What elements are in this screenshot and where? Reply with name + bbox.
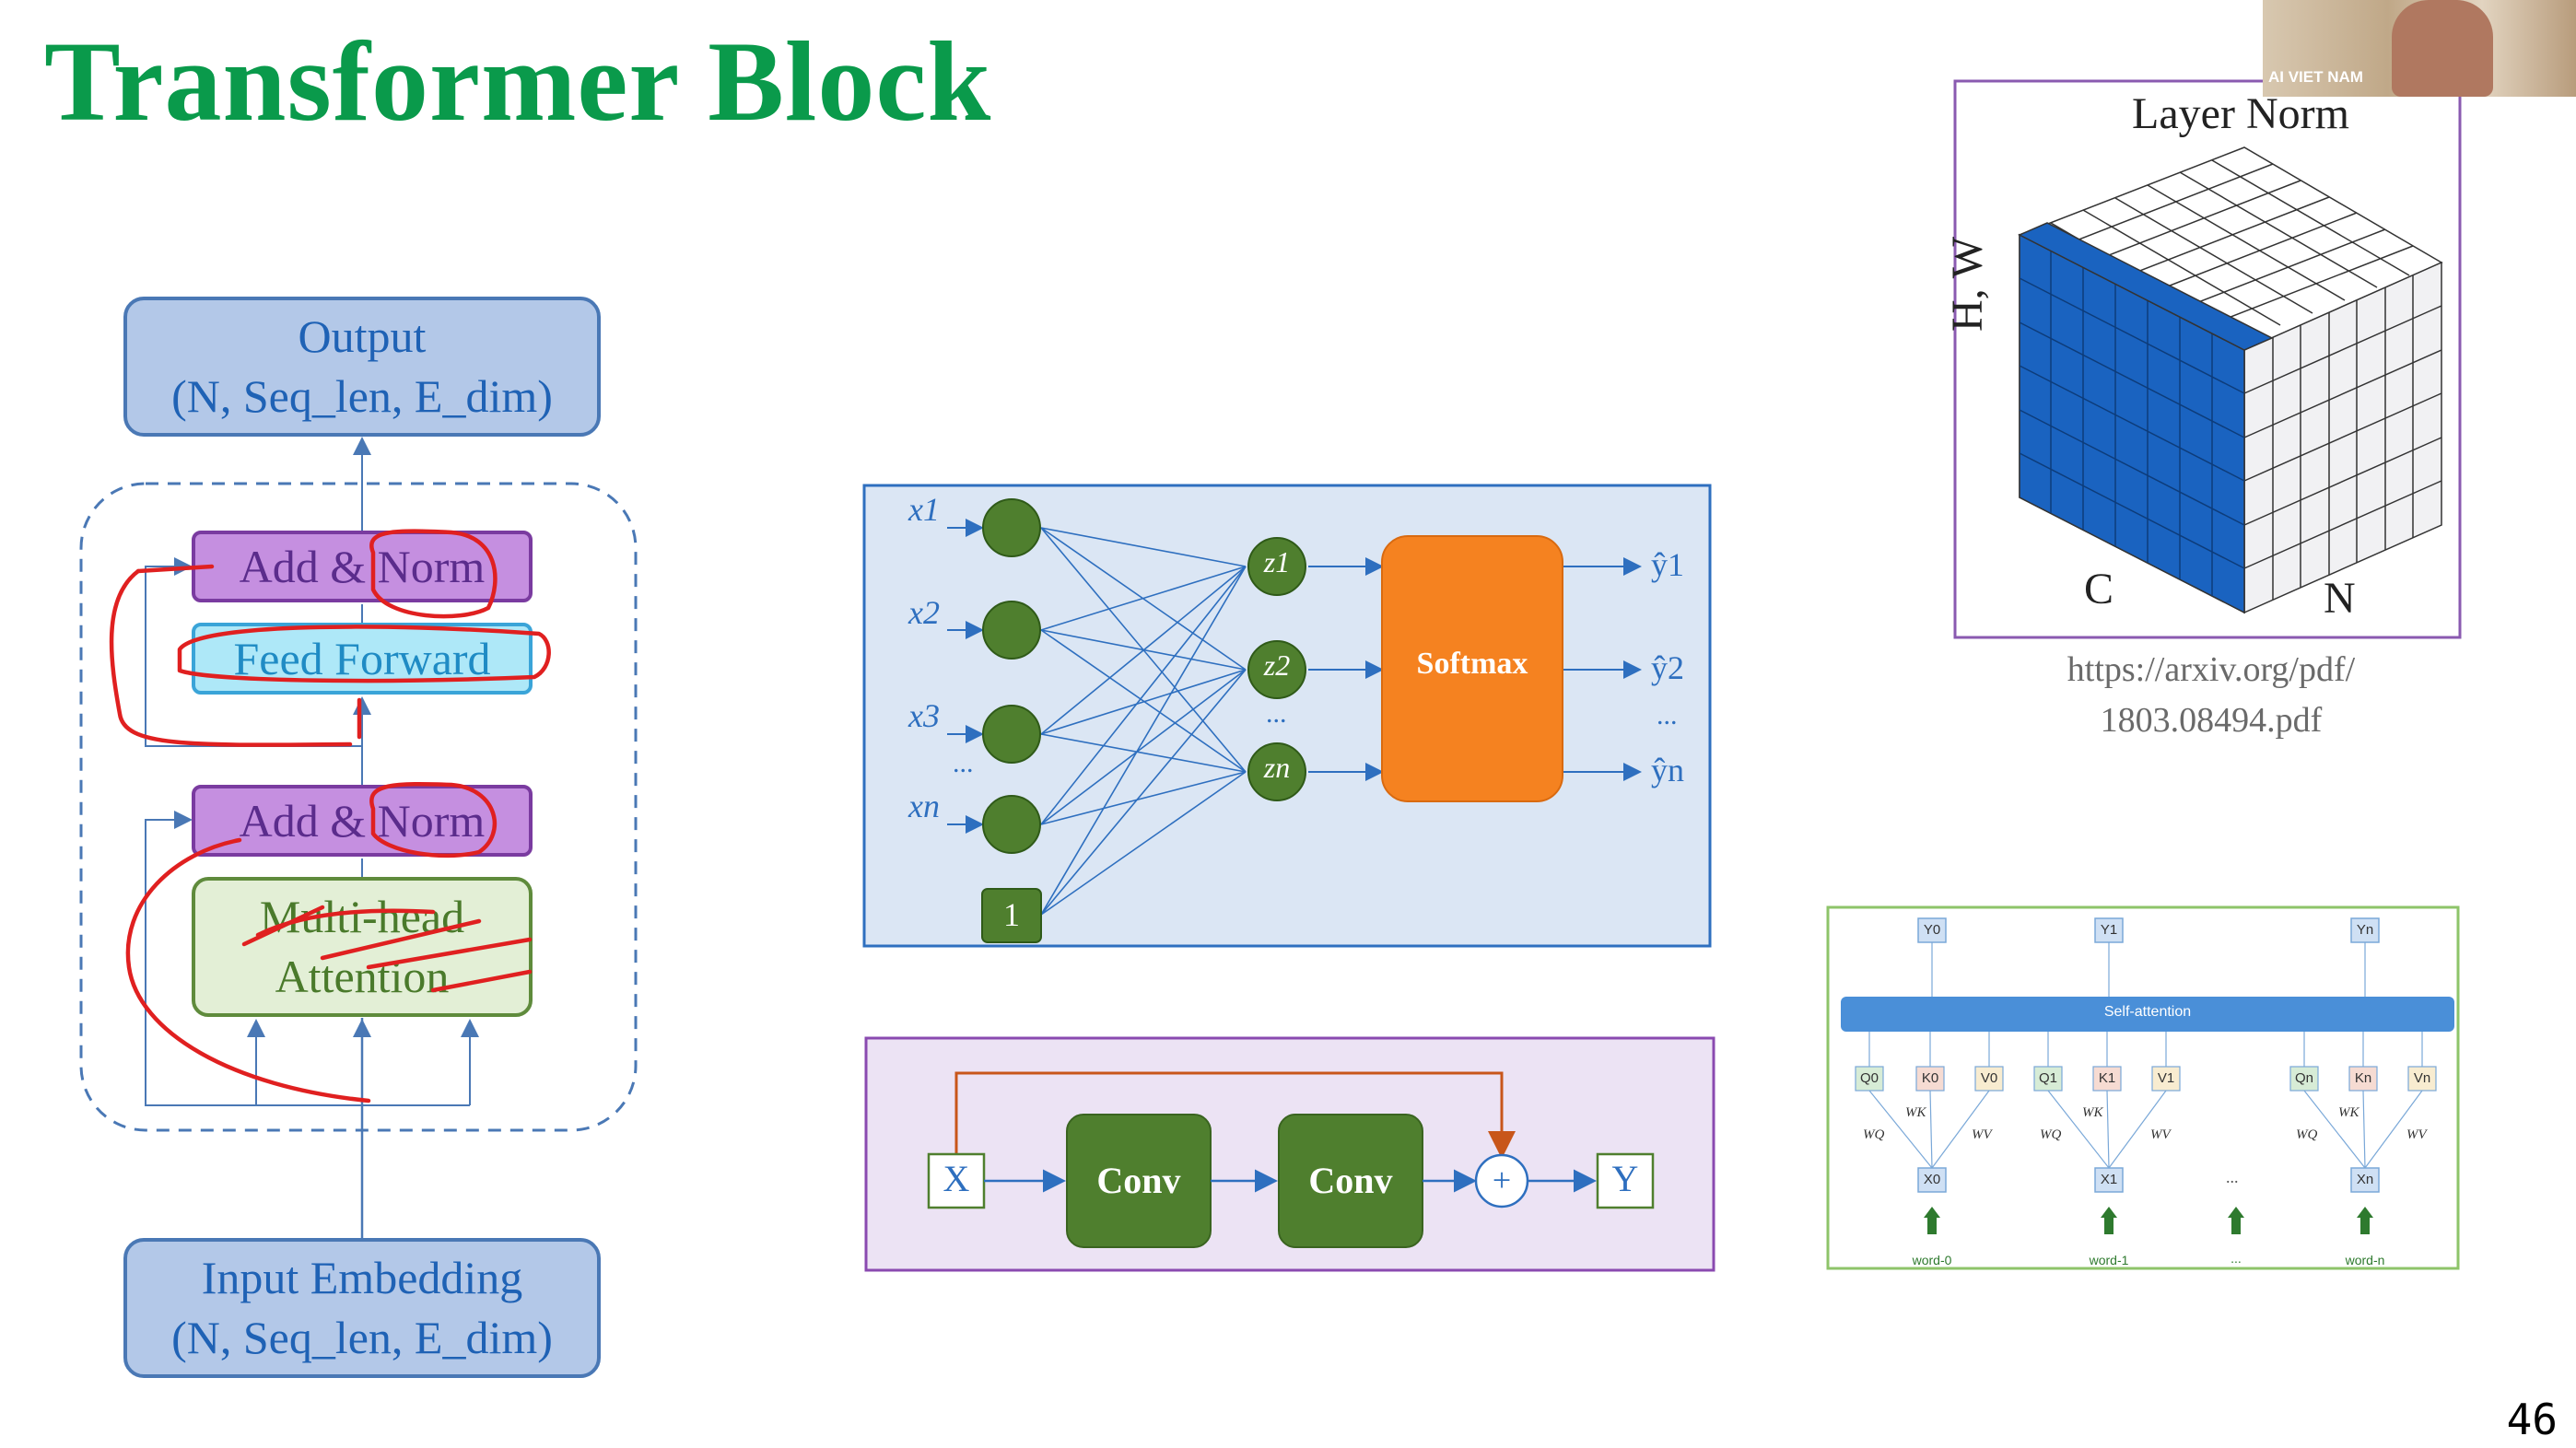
webcam-overlay: AI VIET NAM: [2263, 0, 2576, 97]
conv2-label: Conv: [1308, 1160, 1393, 1201]
conv1-label: Conv: [1096, 1160, 1181, 1201]
sa-y1: Y1: [2100, 922, 2118, 938]
layer-norm-title: Layer Norm: [2132, 89, 2349, 138]
residual-x: X: [943, 1158, 970, 1199]
sa-word-dots: ...: [2231, 1251, 2242, 1266]
zn-label: zn: [1263, 751, 1291, 784]
output-shape: (N, Seq_len, E_dim): [171, 370, 553, 422]
output-yn: ŷn: [1651, 752, 1684, 788]
sa-q0: Q0: [1859, 1070, 1879, 1086]
add-norm-top-label: Add & Norm: [239, 540, 486, 592]
sa-wv-0: WV: [1972, 1127, 1992, 1142]
paper-url[interactable]: https://arxiv.org/pdf/ 1803.08494.pdf: [1953, 645, 2469, 746]
sa-wv-1: WV: [2150, 1127, 2171, 1142]
axis-c-label: C: [2084, 565, 2114, 613]
bias-node-label: 1: [1003, 896, 1020, 933]
sa-vn: Vn: [2413, 1070, 2431, 1086]
input-ellipsis: ...: [953, 748, 974, 778]
sa-v1: V1: [2157, 1070, 2175, 1086]
input-xn: xn: [908, 788, 940, 824]
sa-kn: Kn: [2354, 1070, 2372, 1086]
feed-forward-label: Feed Forward: [233, 632, 491, 684]
z2-label: z2: [1263, 648, 1291, 682]
sa-word-1: word-1: [2089, 1253, 2129, 1267]
add-norm-bottom-box: Add & Norm: [192, 785, 533, 857]
sa-qn: Qn: [2294, 1070, 2313, 1086]
output-box: Output (N, Seq_len, E_dim): [123, 297, 601, 437]
slide-title: Transformer Block: [44, 18, 992, 145]
input-embedding-box: Input Embedding (N, Seq_len, E_dim): [123, 1238, 601, 1378]
z-ellipsis: ...: [1266, 698, 1287, 729]
page-number: 46: [2506, 1395, 2558, 1444]
sa-q1: Q1: [2038, 1070, 2057, 1086]
sa-x0: X0: [1923, 1172, 1941, 1187]
add-norm-bottom-label: Add & Norm: [239, 794, 486, 847]
presenter-video: [2392, 0, 2493, 97]
sa-wk-n: WK: [2338, 1105, 2359, 1120]
sa-x1: X1: [2100, 1172, 2118, 1187]
axis-n-label: N: [2324, 574, 2356, 623]
input-x1: x1: [908, 491, 940, 528]
output-y2: ŷ2: [1651, 649, 1684, 686]
sa-wk-0: WK: [1905, 1105, 1926, 1120]
sa-k0: K0: [1921, 1070, 1939, 1086]
sa-wq-0: WQ: [1863, 1127, 1885, 1142]
sa-wq-1: WQ: [2040, 1127, 2062, 1142]
feed-forward-box: Feed Forward: [192, 623, 533, 695]
input-x2: x2: [908, 594, 940, 631]
softmax-label: Softmax: [1416, 647, 1528, 681]
self-attention-label: Self-attention: [2103, 1004, 2192, 1020]
add-norm-top-box: Add & Norm: [192, 531, 533, 602]
output-y1: ŷ1: [1651, 546, 1684, 583]
sa-xn: Xn: [2356, 1172, 2374, 1187]
output-ellipsis: ...: [1657, 700, 1678, 730]
residual-y: Y: [1611, 1158, 1639, 1199]
sa-word-n: word-n: [2345, 1253, 2385, 1267]
sa-v0: V0: [1980, 1070, 1998, 1086]
plus-node: +: [1492, 1162, 1512, 1198]
paper-url-line2: 1803.08494.pdf: [2100, 701, 2323, 741]
webcam-label: AI VIET NAM: [2268, 68, 2363, 86]
paper-url-line1: https://arxiv.org/pdf/: [2067, 650, 2356, 689]
sa-word-0: word-0: [1912, 1253, 1952, 1267]
z1-label: z1: [1263, 545, 1291, 578]
sa-wk-1: WK: [2082, 1105, 2103, 1120]
sa-yn: Yn: [2356, 922, 2374, 938]
sa-wv-n: WV: [2406, 1127, 2427, 1142]
sa-y0: Y0: [1923, 922, 1941, 938]
output-label: Output: [298, 310, 427, 362]
sa-k1: K1: [2098, 1070, 2116, 1086]
sa-wq-n: WQ: [2296, 1127, 2318, 1142]
input-embedding-label: Input Embedding: [201, 1252, 523, 1303]
input-x3: x3: [908, 697, 940, 734]
input-embedding-shape: (N, Seq_len, E_dim): [171, 1312, 553, 1363]
sa-x-dots: ...: [2226, 1168, 2239, 1186]
